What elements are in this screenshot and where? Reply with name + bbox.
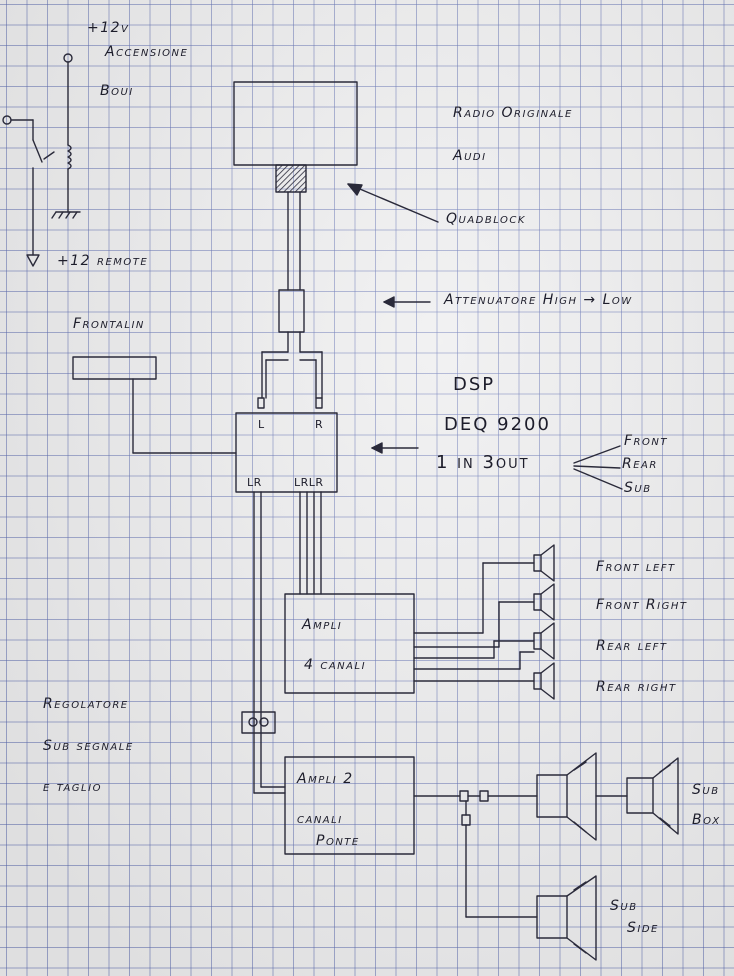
label-remote: +12 remote [57,253,149,269]
sub-level-regulator [241,711,276,734]
label-quadblock: Quadblock [446,211,526,227]
label-dsp: DSP [453,374,496,395]
label-radio-brand: Audi [453,148,487,164]
label-frontalino: Frontalin [73,316,145,332]
label-dsp-io: 1 in 3out [436,452,530,473]
sub-woofer-front [536,752,597,841]
label-dsp-r-in: R [315,418,324,431]
label-sub-side-2: Side [627,920,659,936]
label-accensione: Accensione [105,44,189,60]
dsp-box [235,412,338,493]
label-regolatore: Regolatore [43,696,129,712]
label-ampli2-channels: canali [297,811,343,827]
radio-box [233,81,358,166]
label-ampli2-title: Ampli 2 [297,771,354,787]
ampli4-box [284,593,415,694]
label-speaker-front-right: Front Right [596,597,688,613]
speaker-front-right [533,583,555,621]
label-taglio: e taglio [43,779,102,795]
speaker-rear-right [533,662,555,700]
speaker-rear-left [533,622,555,660]
ignition-switch [2,53,81,267]
label-sub-side-1: Sub [610,898,638,914]
label-plus12v: +12v [87,20,130,36]
ampli2-box [284,756,415,855]
label-radio-title: Radio Originale [453,105,573,121]
label-dsp-l-in: L [258,418,265,431]
sub-box-woofer [626,757,679,835]
label-speaker-rear-right: Rear right [596,679,677,695]
frontalino-box [72,356,157,380]
quadblock-connector [275,164,307,193]
label-attenuator: Attenuatore High → Low [444,292,633,308]
label-ampli4-channels: 4 canali [304,657,367,673]
label-sub-box-1: Sub [692,782,720,798]
label-ampli4-title: Ampli [302,617,343,633]
label-dsp-out-rear: Rear [622,456,658,472]
label-ampli2-bridge: Ponte [316,833,360,849]
label-speaker-front-left: Front left [596,559,676,575]
label-dsp-model: DEQ 9200 [444,414,551,435]
label-sub-box-2: Box [692,812,721,828]
label-dsp-out-sub: Sub [624,480,652,496]
label-sub-segnale: Sub segnale [43,738,134,754]
attenuator-box [278,289,305,333]
label-dsp-out-front: Front [624,433,668,449]
sub-side-woofer [536,875,597,961]
label-dsp-out-1: LR [247,476,262,489]
label-dsp-out-2: LRLR [294,476,324,489]
speaker-front-left [533,544,555,582]
label-speaker-rear-left: Rear left [596,638,668,654]
label-boui: Boui [100,83,134,99]
